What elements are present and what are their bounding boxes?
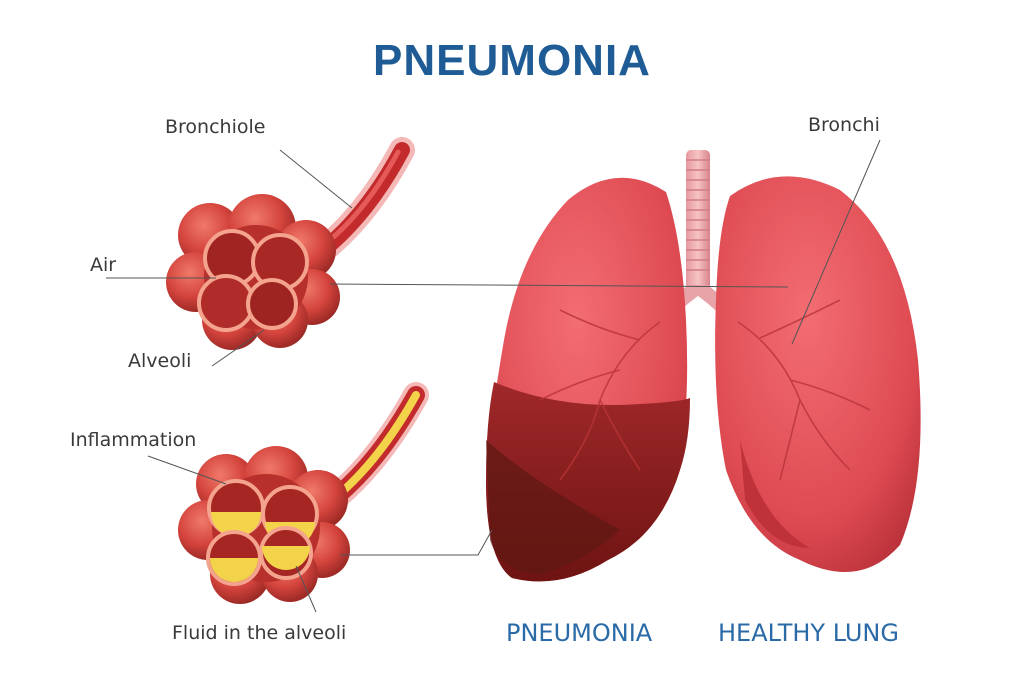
- inflammation-label: Inflammation: [70, 429, 197, 451]
- pneumonia-alveoli-cluster: [178, 382, 429, 604]
- lungs-illustration: [486, 150, 921, 582]
- bronchial-tree: [539, 299, 871, 481]
- bronchi-label: Bronchi: [808, 114, 880, 136]
- pneumonia-caption: PNEUMONIA: [506, 619, 653, 647]
- air-label: Air: [90, 254, 117, 276]
- healthy-alveoli-cluster: [166, 137, 415, 350]
- page-title: PNEUMONIA: [373, 36, 651, 85]
- fluid-label: Fluid in the alveoli: [172, 622, 347, 644]
- alveoli-label: Alveoli: [128, 350, 192, 372]
- healthy-lung-caption: HEALTHY LUNG: [718, 619, 899, 647]
- leader-lines: [106, 139, 881, 613]
- healthy-lung: [715, 176, 921, 572]
- bronchiole-label: Bronchiole: [165, 116, 266, 138]
